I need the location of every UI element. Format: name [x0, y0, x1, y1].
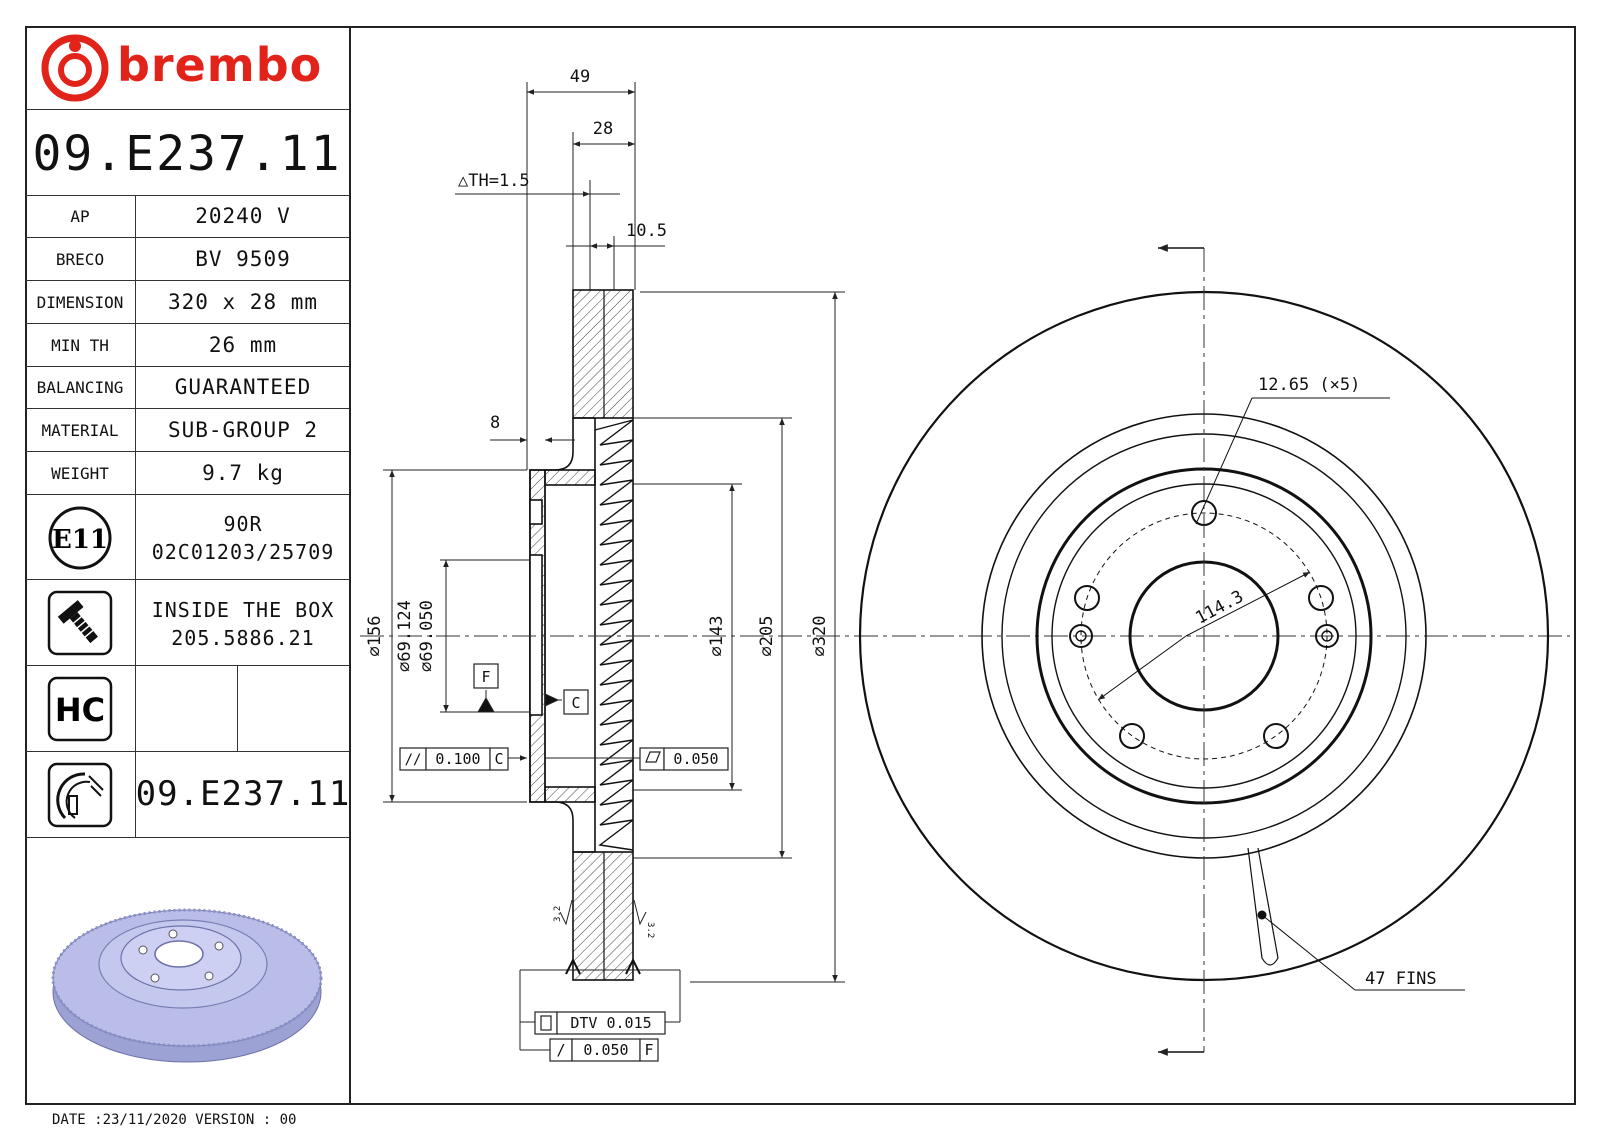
spec-label: MIN TH — [51, 336, 109, 355]
front-view — [858, 244, 1550, 1056]
dia-hat-face: ⌀143 — [707, 616, 727, 657]
dia-hat: ⌀156 — [365, 616, 385, 657]
disc-ref-cell: 09.E237.11 — [25, 752, 349, 838]
title-block: brembo 09.E237.11 AP 20240 V BRECO BV 95… — [25, 26, 351, 1105]
hc-cell-divider — [237, 666, 238, 752]
box-contents-cell: INSIDE THE BOX 205.5886.21 — [25, 580, 349, 666]
parallelism-datum: C — [494, 750, 503, 768]
hc-cell: HC — [25, 666, 349, 752]
spec-row: MIN TH 26 mm — [25, 324, 349, 367]
screw-icon — [47, 590, 113, 656]
spec-label: DIMENSION — [36, 293, 124, 312]
spec-column-divider — [135, 196, 136, 838]
hc-mark: HC — [55, 691, 105, 729]
upper-friction-ring — [572, 289, 634, 419]
datum-c: C — [571, 694, 580, 712]
spec-row: WEIGHT 9.7 kg — [25, 452, 349, 495]
spec-row: BALANCING GUARANTEED — [25, 367, 349, 409]
pcd-label: 114.3 — [1192, 587, 1247, 629]
runout-value: 0.050 — [583, 1041, 628, 1059]
flatness-value: 0.050 — [673, 750, 718, 768]
spec-row: AP 20240 V — [25, 196, 349, 238]
dim-hat-wall: 8 — [490, 413, 500, 433]
runout-datum: F — [644, 1041, 653, 1059]
spec-label: AP — [70, 207, 90, 226]
dim-thickness: 28 — [593, 119, 613, 139]
fin-count-label: 47 FINS — [1365, 969, 1437, 989]
dia-centre-bore-max: ⌀69.124 — [395, 600, 415, 672]
spec-row: DIMENSION 320 x 28 mm — [25, 281, 349, 324]
roughness-right: 3.2 — [645, 922, 655, 938]
spec-label: BRECO — [55, 250, 105, 269]
bolt-hole — [1263, 723, 1289, 749]
spec-value: 26 mm — [208, 333, 278, 357]
part-number: 09.E237.11 — [32, 126, 342, 182]
bolt-hole — [1074, 585, 1100, 611]
approval-mark: E11 — [52, 525, 108, 555]
e11-approval-icon: E11 — [48, 506, 112, 570]
cooling-fins — [594, 419, 634, 851]
drawing-sheet-frame — [25, 26, 1576, 1105]
spec-label: BALANCING — [36, 378, 124, 397]
runout-symbol: / — [556, 1041, 565, 1059]
part-number-cell: 09.E237.11 — [25, 110, 349, 196]
spec-value: 320 x 28 mm — [167, 290, 319, 314]
brembo-logo-icon — [41, 34, 109, 102]
datum-f: F — [481, 668, 490, 686]
dim-thickness-variation: △TH=1.5 — [458, 171, 530, 191]
section-dimensions — [383, 82, 845, 1051]
bolt-hole-label: 12.65 (×5) — [1258, 375, 1360, 395]
dia-centre-bore-min: ⌀69.050 — [417, 600, 437, 672]
spec-value: 20240 V — [195, 204, 291, 228]
parallelism-value: 0.100 — [435, 750, 480, 768]
lower-friction-ring — [572, 851, 634, 981]
approval-regulation: 90R — [223, 512, 263, 536]
footer-date-version: DATE :23/11/2020 VERSION : 00 — [52, 1112, 297, 1128]
bolt-hole — [1119, 723, 1145, 749]
dim-vane-width: 10.5 — [626, 221, 667, 241]
dimension-labels: 49 28 △TH=1.5 10.5 8 ⌀156 ⌀69.124 ⌀69.05… — [365, 67, 830, 1059]
brand-logo-cell: brembo — [25, 26, 349, 110]
spec-label: WEIGHT — [51, 464, 109, 483]
spec-value: GUARANTEED — [174, 375, 312, 399]
spec-value: BV 9509 — [195, 247, 291, 271]
tolerance-frames — [399, 663, 729, 1062]
disc-ref-number: 09.E237.11 — [135, 774, 351, 814]
spec-row: MATERIAL SUB-GROUP 2 — [25, 409, 349, 452]
hc-coating-icon: HC — [47, 676, 113, 742]
spec-label: MATERIAL — [41, 421, 119, 440]
dim-overall-height: 49 — [570, 67, 590, 87]
section-view — [529, 289, 634, 981]
spec-row: BRECO BV 9509 — [25, 238, 349, 281]
spec-value: 9.7 kg — [202, 461, 284, 485]
dtv-tolerance: DTV 0.015 — [570, 1014, 651, 1032]
disc-render-image — [51, 908, 323, 1063]
brand-name: brembo — [117, 38, 323, 92]
approval-number: 02C01203/25709 — [151, 540, 335, 564]
box-contents-label: INSIDE THE BOX — [151, 598, 335, 622]
disc-profile-icon — [47, 762, 113, 828]
approval-cell: E11 90R 02C01203/25709 — [25, 495, 349, 580]
dia-outer: ⌀320 — [810, 616, 830, 657]
parallelism-symbol: // — [405, 752, 422, 768]
roughness-left: 3.2 — [553, 906, 563, 922]
box-contents-part: 205.5886.21 — [171, 626, 315, 650]
dia-inner-friction: ⌀205 — [757, 616, 777, 657]
bolt-hole — [1308, 585, 1334, 611]
spec-value: SUB-GROUP 2 — [167, 418, 319, 442]
